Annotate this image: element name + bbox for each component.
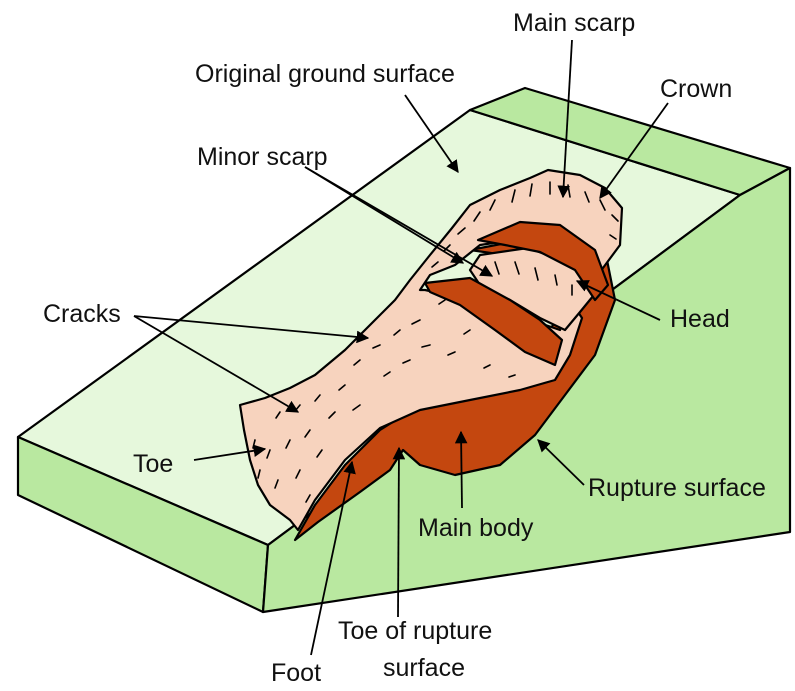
- label-foot: Foot: [271, 659, 321, 687]
- label-main-body: Main body: [418, 514, 534, 542]
- label-crown: Crown: [660, 75, 732, 103]
- label-toe-of-rupture-surface-line1: Toe of rupture: [338, 617, 492, 645]
- label-original-ground-surface: Original ground surface: [195, 60, 455, 88]
- leader-toe-of-rupture: [398, 448, 399, 617]
- label-rupture-surface: Rupture surface: [588, 474, 766, 502]
- label-main-scarp: Main scarp: [513, 9, 635, 37]
- label-cracks: Cracks: [43, 300, 121, 328]
- label-minor-scarp: Minor scarp: [197, 143, 328, 171]
- label-head: Head: [670, 305, 730, 333]
- label-toe-of-rupture-surface-line2: surface: [383, 654, 465, 682]
- leader-main-body: [461, 432, 462, 508]
- label-toe: Toe: [133, 450, 173, 478]
